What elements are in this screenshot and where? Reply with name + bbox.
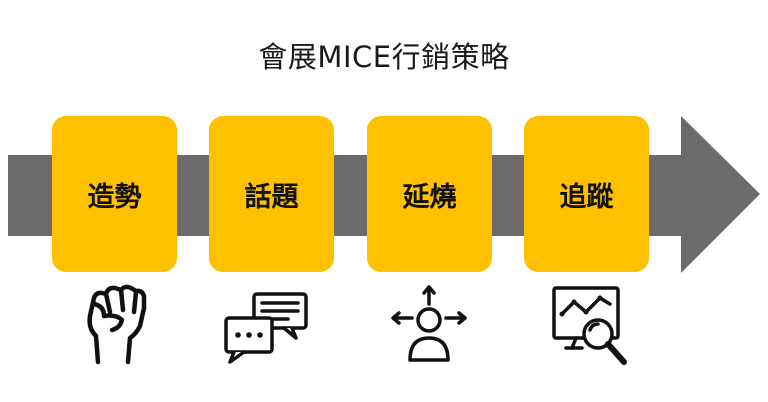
step-label-1: 造勢 (87, 181, 142, 213)
step-label-3: 延燒 (402, 181, 457, 213)
step-box-1: 造勢 (52, 116, 177, 272)
step-label-2: 話題 (244, 181, 299, 213)
chat-bubbles-icon (222, 282, 312, 372)
step-box-3: 延燒 (367, 116, 492, 272)
step-box-2: 話題 (209, 116, 334, 272)
step-box-4: 追蹤 (524, 116, 649, 272)
raised-fist-icon (70, 282, 160, 372)
chart-magnifier-icon (548, 282, 638, 372)
diagram-title: 會展MICE行銷策略 (258, 40, 510, 74)
step-label-4: 追蹤 (559, 181, 614, 213)
person-spread-arrows-icon (384, 282, 474, 372)
